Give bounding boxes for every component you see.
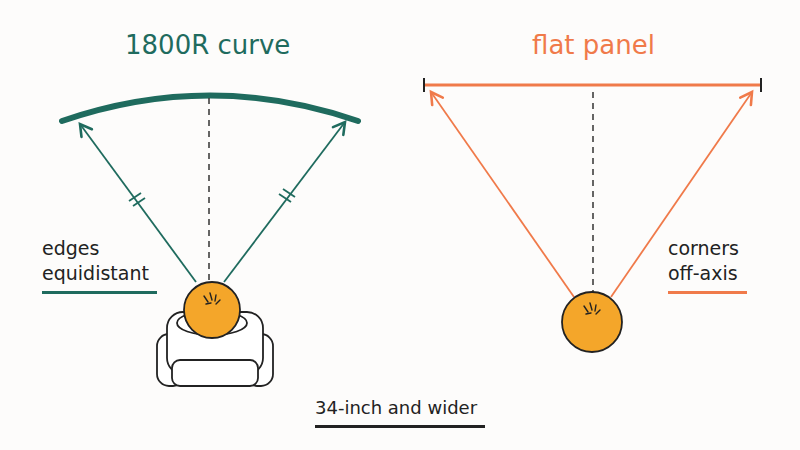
center-axis <box>592 92 594 292</box>
note: edges equidistant <box>42 236 157 294</box>
curved-screen <box>62 96 358 122</box>
sight-line <box>431 92 574 297</box>
screen-title: flat panel <box>532 29 655 63</box>
sight-line <box>611 92 752 297</box>
caption: 34-inch and wider <box>315 396 485 428</box>
screen-title: 1800R curve <box>125 29 290 63</box>
center-axis <box>208 98 210 280</box>
note: corners off-axis <box>668 236 747 294</box>
sight-line <box>224 122 345 282</box>
viewer-head <box>177 282 247 338</box>
equal-ticks <box>129 189 295 206</box>
flat-screen <box>424 84 761 87</box>
viewer-head <box>562 292 622 352</box>
